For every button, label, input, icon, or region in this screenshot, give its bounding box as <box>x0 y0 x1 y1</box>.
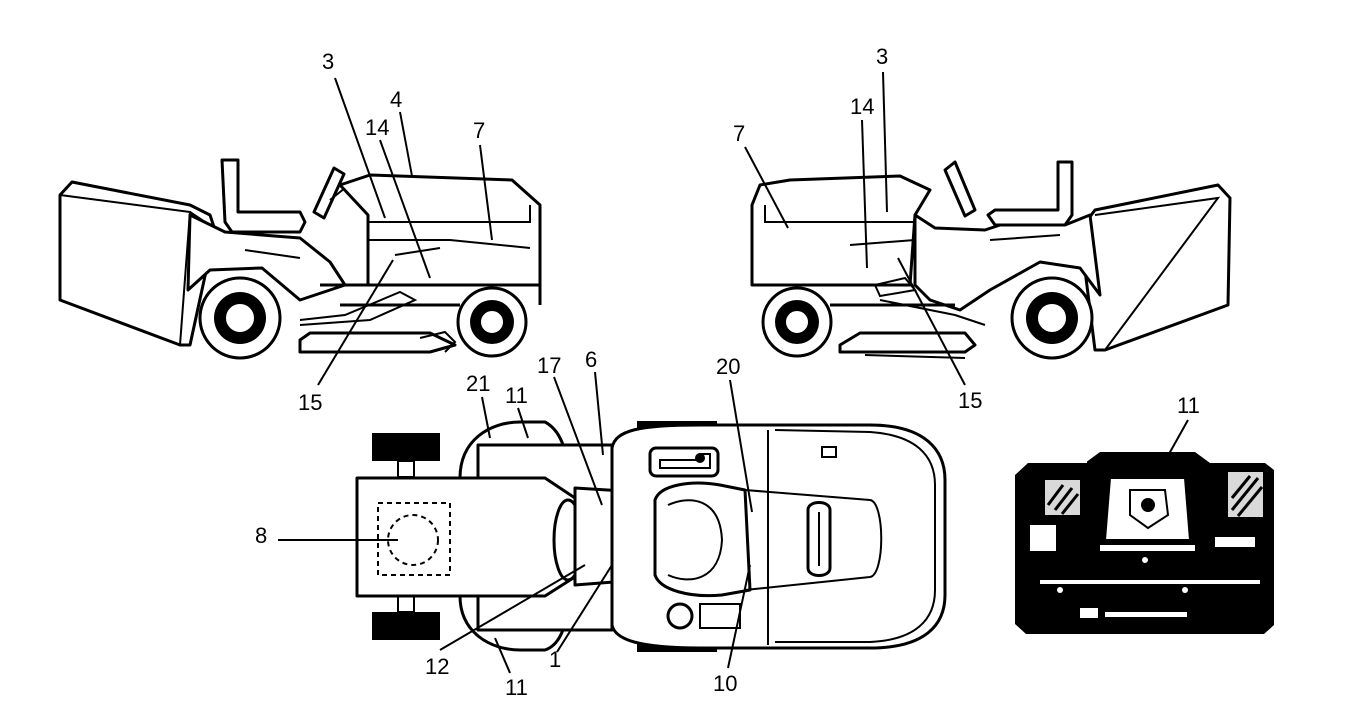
callout-11-bottom: 11 <box>505 675 528 700</box>
leader-lines <box>278 71 1189 674</box>
callout-21: 21 <box>466 371 490 396</box>
callout-labels: 3 4 14 7 15 3 14 7 15 21 11 17 6 20 8 12… <box>255 44 1200 700</box>
callout-15-right: 15 <box>958 388 982 413</box>
tractor-right-side-view <box>750 160 1232 360</box>
callout-3-left: 3 <box>322 49 334 74</box>
callout-11-top: 11 <box>505 383 528 408</box>
tractor-left-side-view <box>58 158 542 360</box>
callout-1: 1 <box>549 647 561 672</box>
callout-6: 6 <box>585 347 597 372</box>
callout-12: 12 <box>425 654 449 679</box>
control-panel-inset <box>1015 452 1274 634</box>
callout-17: 17 <box>537 353 561 378</box>
callout-7-left: 7 <box>473 118 485 143</box>
callout-3-right: 3 <box>876 44 888 69</box>
callout-11-panel: 11 <box>1177 393 1200 418</box>
callout-15-left: 15 <box>298 390 322 415</box>
callout-4-left: 4 <box>390 87 402 112</box>
callout-10: 10 <box>713 671 737 696</box>
callout-14-left: 14 <box>365 115 389 140</box>
callout-7-right: 7 <box>733 121 745 146</box>
tractor-top-view <box>355 420 947 652</box>
callout-8: 8 <box>255 523 267 548</box>
callout-20: 20 <box>716 354 740 379</box>
callout-14-right: 14 <box>850 94 874 119</box>
